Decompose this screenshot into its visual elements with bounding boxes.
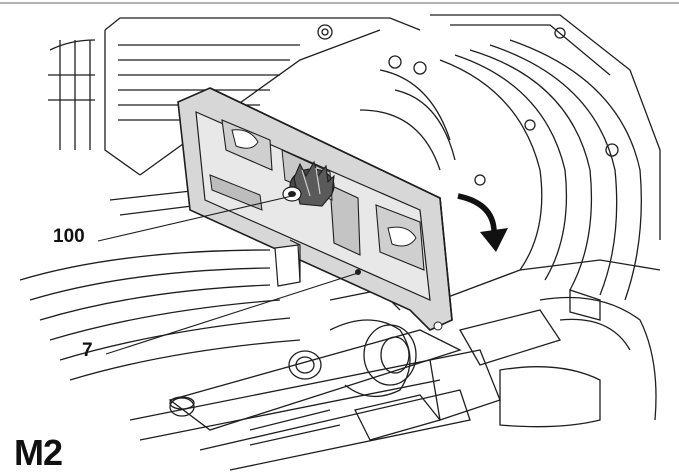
callout-7: 7 (82, 340, 93, 361)
bracket-part-7 (177, 87, 453, 331)
knob-icon (282, 160, 335, 207)
rotate-arrow-icon (457, 193, 508, 252)
leader-lines (97, 195, 359, 355)
saw-blade-guard-background (19, 14, 661, 471)
callout-100: 100 (53, 226, 85, 247)
figure-id: M2 (14, 432, 63, 473)
